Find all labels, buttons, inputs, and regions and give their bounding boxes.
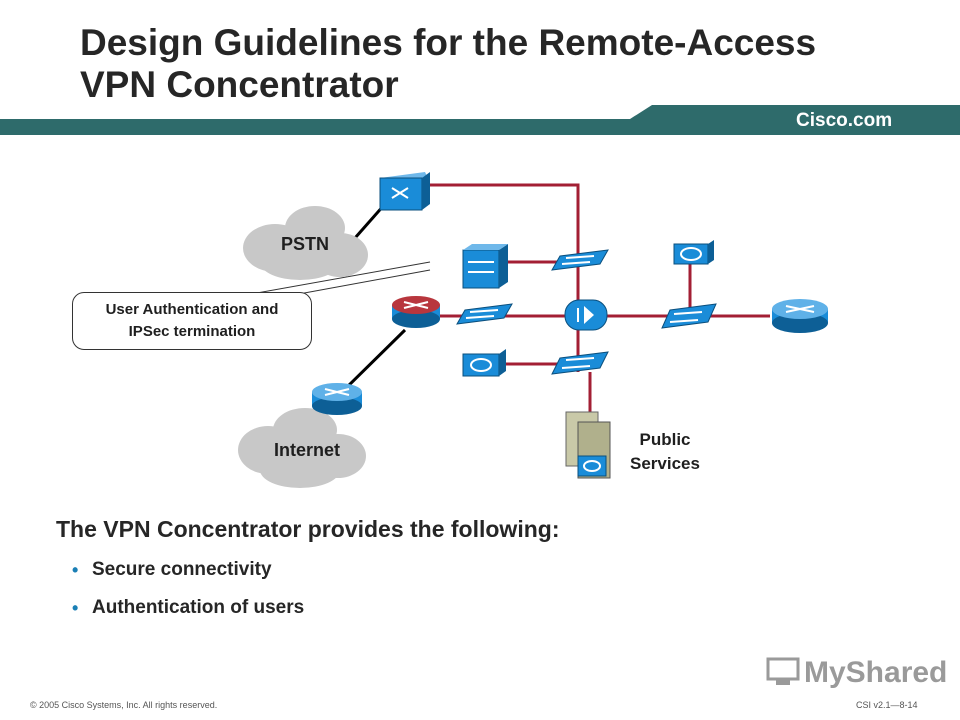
- link-internet: [340, 328, 407, 394]
- footer-copyright: © 2005 Cisco Systems, Inc. All rights re…: [30, 700, 218, 710]
- pix-bottom-icon: [462, 349, 506, 377]
- pstn-cloud: [243, 206, 368, 280]
- title-line-1: Design Guidelines for the Remote-Access: [80, 22, 817, 63]
- edge-router-icon: [772, 299, 828, 333]
- bullet-text: Secure connectivity: [92, 559, 272, 580]
- auth-callout: User Authentication and IPSec terminatio…: [72, 292, 312, 350]
- body-heading: The VPN Concentrator provides the follow…: [56, 516, 560, 542]
- bullet-list: • Secure connectivity • Authentication of …: [72, 558, 304, 634]
- link-router-switch: [430, 183, 580, 260]
- bullet-dot-icon: •: [72, 598, 79, 618]
- bullet-dot-icon: •: [72, 560, 79, 580]
- public-line-2: Services: [630, 454, 700, 473]
- callout-line-2: IPSec termination: [128, 323, 256, 340]
- bullet-item: • Secure connectivity: [72, 558, 304, 596]
- pstn-label: PSTN: [280, 234, 329, 254]
- pix-top-icon: [673, 240, 714, 265]
- wan-links: [340, 195, 407, 394]
- switch-bottom-icon: [551, 351, 609, 375]
- vpn-concentrator-icon: [462, 244, 508, 289]
- router-icon: [392, 296, 440, 328]
- title-line-2: VPN Concentrator: [80, 64, 399, 105]
- header-banner: [0, 105, 960, 135]
- slide-title: Design Guidelines for the Remote-Access …: [80, 22, 940, 106]
- access-server-icon: [379, 172, 430, 211]
- footer-course-code: CSI v2.1—8-14: [856, 700, 918, 710]
- bullet-item: • Authentication of users: [72, 596, 304, 634]
- callout-line-1: User Authentication and: [105, 301, 279, 318]
- internet-cloud: [238, 408, 366, 488]
- callout-pointer: [239, 261, 431, 297]
- myshared-watermark: MyShared: [804, 656, 948, 689]
- firewall-icon: [564, 299, 608, 331]
- internet-label: Internet: [273, 440, 340, 460]
- myshared-logo-icon: [766, 657, 800, 685]
- internet-router-icon: [312, 383, 362, 415]
- server-icon: [565, 411, 611, 479]
- bullet-text: Authentication of users: [92, 597, 305, 618]
- network-diagram: [238, 172, 828, 488]
- switch-top-icon: [551, 249, 609, 271]
- public-line-1: Public: [639, 430, 691, 449]
- switch-right-icon: [661, 303, 717, 329]
- switch-mid-icon: [456, 303, 513, 325]
- public-services-label: Public Services: [610, 428, 720, 476]
- cisco-brand-logo: Cisco.com: [796, 110, 893, 131]
